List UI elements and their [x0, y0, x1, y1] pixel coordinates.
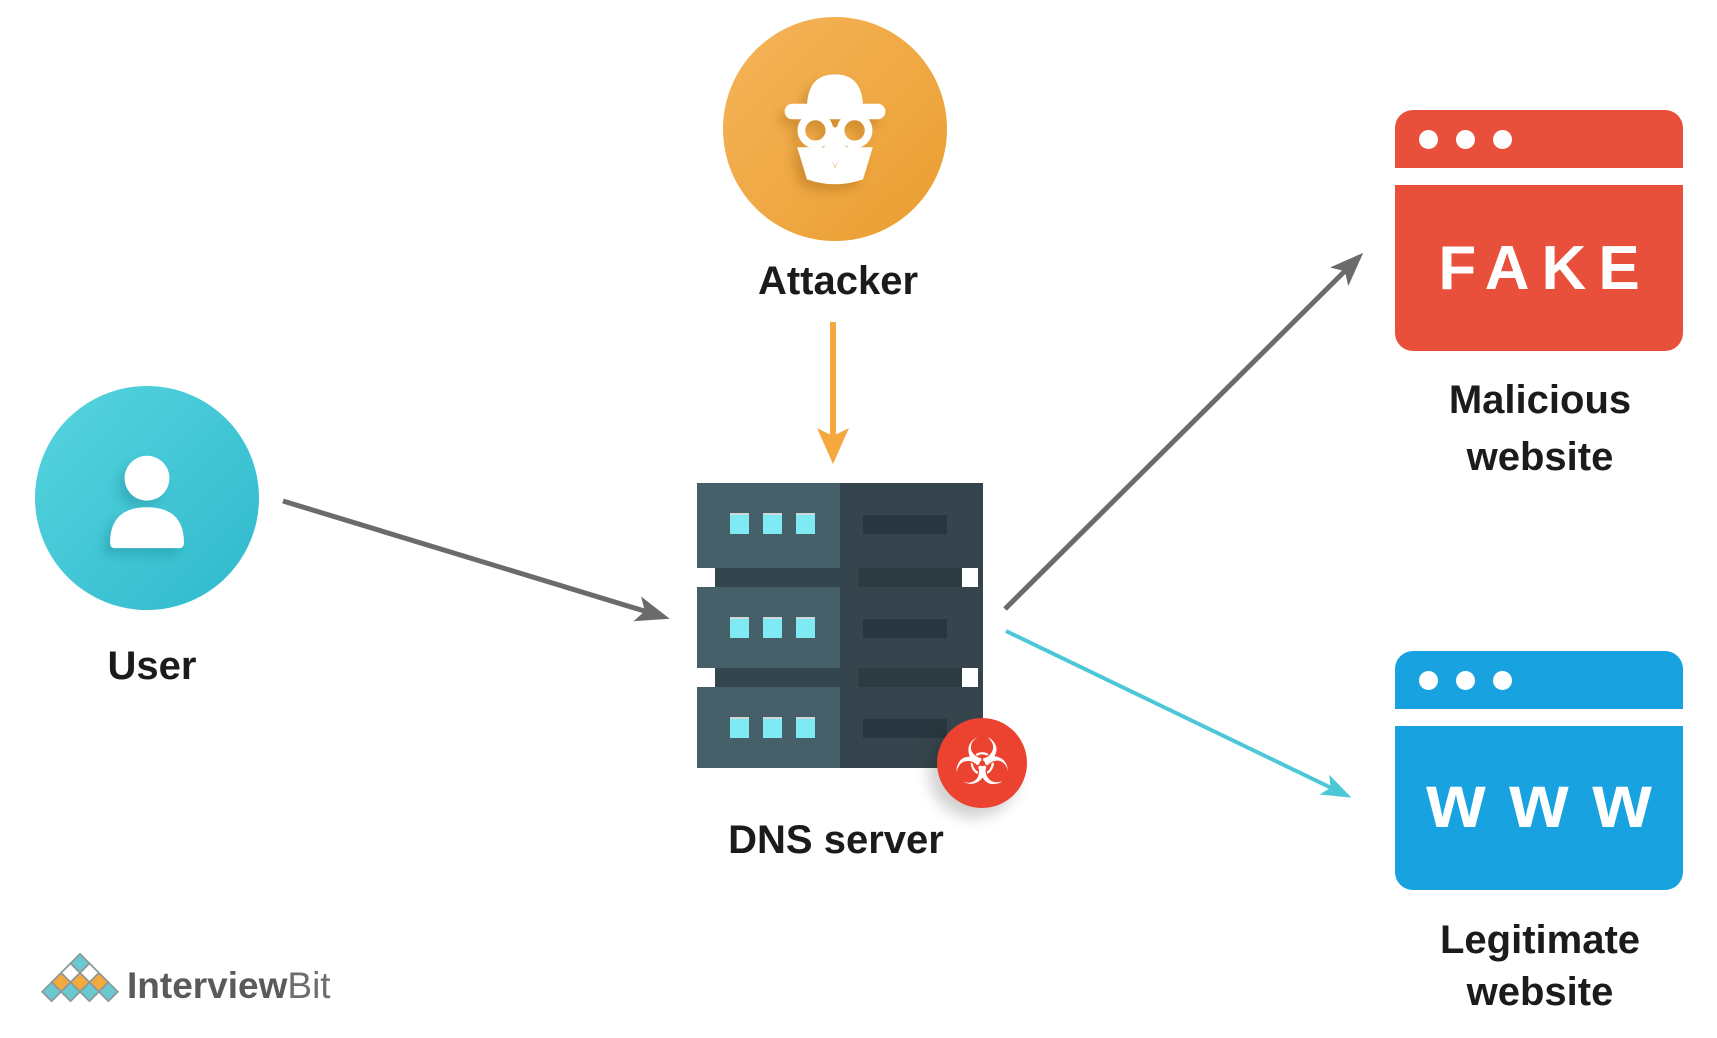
malicious-website-window: FAKE — [1395, 110, 1683, 351]
browser-dot-icon — [1493, 130, 1512, 149]
logo-pyramid-icon — [40, 952, 120, 1003]
browser-gap — [1395, 709, 1683, 726]
browser-body: www — [1395, 726, 1683, 890]
server-led — [730, 619, 749, 638]
biohazard-icon: ☣ — [953, 726, 1011, 800]
server-unit — [697, 587, 983, 668]
browser-dot-icon — [1456, 671, 1475, 690]
user-node — [35, 386, 259, 610]
attacker-node — [723, 17, 947, 241]
server-led — [796, 619, 815, 638]
browser-dot-icon — [1493, 671, 1512, 690]
biohazard-badge: ☣ — [937, 718, 1027, 808]
spy-icon — [784, 74, 886, 185]
server-unit — [697, 483, 983, 568]
logo-brand-secondary: Bit — [287, 965, 331, 1006]
server-led — [730, 515, 749, 534]
edge-user-to-dns-arrow — [282, 498, 670, 622]
server-led — [763, 719, 782, 738]
browser-dot-icon — [1419, 671, 1438, 690]
server-led — [763, 515, 782, 534]
server-slot — [863, 619, 947, 638]
attacker-label: Attacker — [757, 259, 919, 303]
dns-server-label: DNS server — [728, 818, 944, 862]
edge-dns-to-legitimate-arrow — [1005, 629, 1352, 798]
browser-dot-icon — [1456, 130, 1475, 149]
logo-brand-primary: Interview — [127, 965, 288, 1006]
server-rail — [697, 668, 983, 687]
server-led — [796, 719, 815, 738]
person-icon — [110, 455, 184, 549]
www-text: www — [1426, 759, 1676, 844]
malicious-website-label: Malicious website — [1448, 378, 1632, 479]
interviewbit-logo-pyramid — [37, 952, 123, 1008]
server-rail — [697, 568, 983, 587]
legitimate-website-label: Legitimate website — [1439, 918, 1641, 1014]
browser-dot-icon — [1419, 130, 1438, 149]
browser-body: FAKE — [1395, 185, 1683, 351]
server-slot — [863, 719, 947, 738]
browser-gap — [1395, 168, 1683, 185]
browser-titlebar — [1395, 651, 1683, 709]
server-unit — [697, 687, 983, 768]
edge-dns-to-malicious-arrow — [1003, 252, 1364, 611]
fake-text: FAKE — [1438, 233, 1652, 303]
browser-titlebar — [1395, 110, 1683, 168]
legitimate-website-window: www — [1395, 651, 1683, 890]
server-led — [730, 719, 749, 738]
dns-server-icon — [697, 483, 983, 768]
server-led — [763, 619, 782, 638]
server-led — [796, 515, 815, 534]
user-label: User — [107, 644, 197, 688]
server-slot — [863, 515, 947, 534]
interviewbit-logo-text: InterviewBit — [127, 966, 331, 1006]
